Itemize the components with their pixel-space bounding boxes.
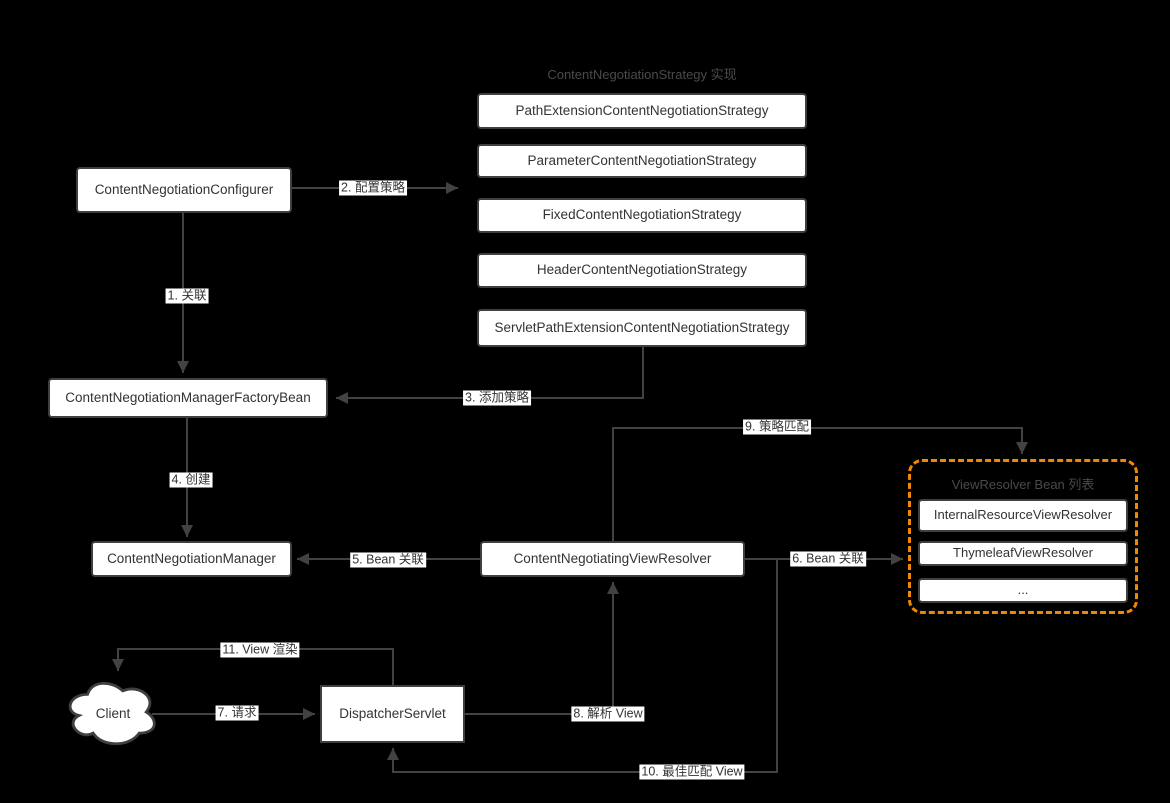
node-header-strategy: HeaderContentNegotiationStrategy	[477, 253, 807, 288]
view-resolver-bean-list-container	[908, 459, 1138, 614]
strategy-group-title: ContentNegotiationStrategy 实现	[547, 67, 737, 82]
node-path-extension-strategy: PathExtensionContentNegotiationStrategy	[477, 93, 807, 129]
node-thymeleaf-view-resolver: ThymeleafViewResolver	[918, 541, 1128, 566]
edge-3-add-strategy	[336, 346, 644, 404]
node-more-resolvers: ...	[918, 578, 1128, 603]
node-dispatcher-servlet: DispatcherServlet	[320, 685, 465, 743]
client-cloud-icon	[68, 681, 156, 746]
edge-label-8: 8. 解析 View	[571, 706, 645, 722]
node-label: PathExtensionContentNegotiationStrategy	[515, 102, 769, 118]
node-client-label: Client	[95, 706, 131, 721]
edge-label-11: 11. View 渲染	[220, 642, 300, 658]
node-content-negotiation-configurer: ContentNegotiationConfigurer	[76, 167, 292, 213]
edge-label-3: 3. 添加策略	[463, 390, 531, 406]
edge-label-1: 1. 关联	[165, 288, 209, 304]
edge-10-best-match-view	[387, 560, 778, 773]
edge-8-resolve-view	[465, 582, 619, 715]
node-label: InternalResourceViewResolver	[933, 507, 1113, 523]
node-label: DispatcherServlet	[339, 705, 446, 721]
edge-label-5: 5. Bean 关联	[350, 552, 426, 568]
edge-label-7: 7. 请求	[215, 705, 259, 721]
node-label: ...	[1017, 582, 1029, 598]
node-fixed-strategy: FixedContentNegotiationStrategy	[477, 198, 807, 233]
node-servlet-path-extension-strategy: ServletPathExtensionContentNegotiationSt…	[477, 309, 807, 347]
node-label: ServletPathExtensionContentNegotiationSt…	[494, 319, 790, 335]
edge-label-4: 4. 创建	[169, 472, 213, 488]
edge-label-6: 6. Bean 关联	[790, 551, 866, 567]
node-label: HeaderContentNegotiationStrategy	[536, 262, 748, 278]
node-content-negotiating-view-resolver: ContentNegotiatingViewResolver	[480, 541, 745, 577]
resolver-group-title: ViewResolver Bean 列表	[951, 477, 1095, 492]
node-label: ContentNegotiationManager	[107, 550, 276, 566]
node-label: ParameterContentNegotiationStrategy	[527, 152, 757, 168]
node-content-negotiation-manager: ContentNegotiationManager	[91, 541, 292, 577]
edge-9-strategy-match	[612, 427, 1028, 541]
edge-label-10: 10. 最佳匹配 View	[639, 764, 745, 780]
node-content-negotiation-manager-factory-bean: ContentNegotiationManagerFactoryBean	[48, 378, 328, 418]
node-label: ThymeleafViewResolver	[953, 545, 1093, 561]
node-label: ContentNegotiatingViewResolver	[513, 550, 712, 566]
node-label: ContentNegotiationManagerFactoryBean	[65, 389, 311, 405]
node-label: ContentNegotiationConfigurer	[94, 181, 274, 197]
node-parameter-strategy: ParameterContentNegotiationStrategy	[477, 144, 807, 178]
edge-label-9: 9. 策略匹配	[743, 419, 811, 435]
node-label: FixedContentNegotiationStrategy	[542, 207, 742, 223]
node-internal-resource-view-resolver: InternalResourceViewResolver	[918, 499, 1128, 532]
edge-label-2: 2. 配置策略	[339, 180, 407, 196]
